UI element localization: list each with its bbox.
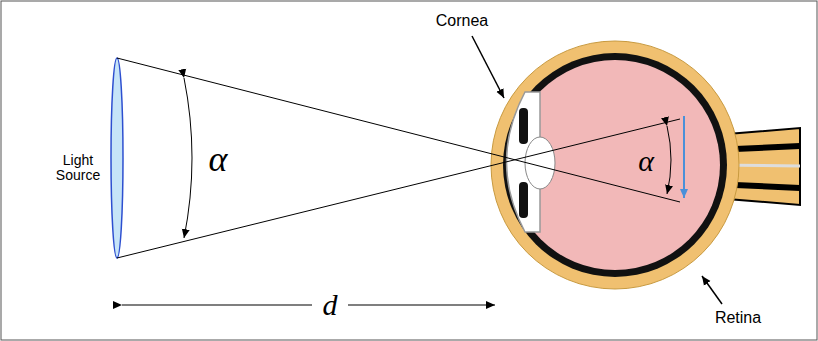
leader-line [702,276,722,304]
source-label: Light Source [48,153,108,184]
ray [117,119,680,258]
light-source-lens [111,58,123,258]
vitreous [510,60,720,270]
iris [519,108,528,144]
distance-arrow [122,304,312,305]
angle-symbol: α [638,144,654,177]
angle-arc [184,78,192,238]
distance-symbol: d [323,288,338,321]
angle-symbol: α [209,140,228,180]
part-label: Retina [715,309,761,327]
retina-image-arrow [683,116,685,198]
part-label: Cornea [436,12,488,30]
angle-arc [667,126,671,194]
iris [519,182,528,218]
leader-line [472,36,504,98]
distance-arrow [348,304,495,305]
ray [117,58,680,202]
sclera [491,41,739,289]
